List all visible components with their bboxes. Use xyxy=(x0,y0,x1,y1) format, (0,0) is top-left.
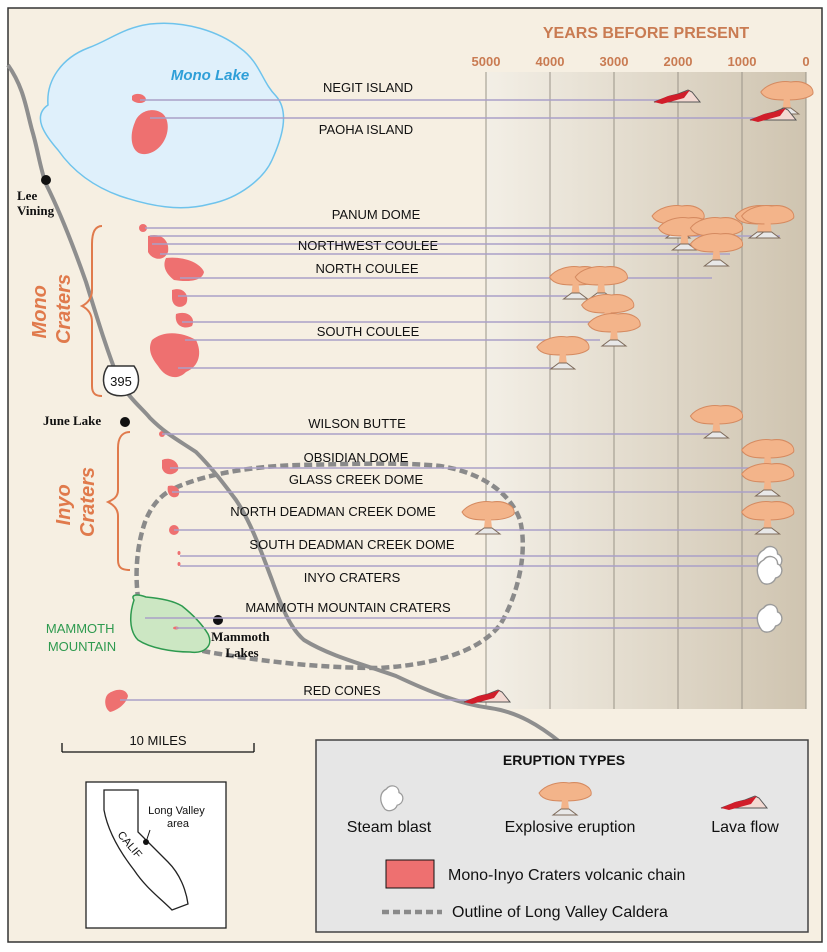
explosive-eruption-icon xyxy=(689,405,744,439)
feature-label: NORTHWEST COULEE xyxy=(298,238,439,253)
lee-vining-line: Lee xyxy=(17,188,37,203)
legend-caldera-label: Outline of Long Valley Caldera xyxy=(452,904,668,921)
legend-explosive-eruption-label: Explosive eruption xyxy=(505,819,636,836)
tick-label: 2000 xyxy=(664,54,693,69)
mono-craters-bracket xyxy=(79,225,103,397)
feature-label: PANUM DOME xyxy=(332,207,421,222)
legend-steam-blast-label: Steam blast xyxy=(347,819,432,836)
feature-label: GLASS CREEK DOME xyxy=(289,472,424,487)
legend-chain-label: Mono-Inyo Craters volcanic chain xyxy=(448,867,685,884)
highway-number: 395 xyxy=(110,374,132,389)
tick-label: 5000 xyxy=(472,54,501,69)
lee-vining-label: Lee Vining xyxy=(17,188,55,218)
timeline-gridlines xyxy=(485,72,807,709)
feature-label: INYO CRATERS xyxy=(304,570,401,585)
lava-flow-icon xyxy=(463,689,512,704)
highway-395 xyxy=(6,63,562,744)
legend: ERUPTION TYPES Steam blast Explosive eru… xyxy=(315,739,809,933)
timeline-title: YEARS BEFORE PRESENT xyxy=(543,25,749,42)
inset-area-line: area xyxy=(167,818,190,830)
june-lake-label: June Lake xyxy=(43,413,101,428)
mono-craters-label-line: Mono xyxy=(29,285,51,338)
lava-flow-icon xyxy=(749,107,798,122)
mono-craters-label: Mono Craters xyxy=(29,274,75,344)
mammoth-lakes-dot xyxy=(213,615,223,625)
inyo-craters-label: Inyo Craters xyxy=(53,467,99,537)
legend-lava-flow-icon xyxy=(720,795,769,810)
feature-label: WILSON BUTTE xyxy=(308,416,406,431)
mono-lake-label: Mono Lake xyxy=(171,67,249,84)
legend-chain-swatch xyxy=(385,859,435,889)
red-cones-shape xyxy=(105,689,128,712)
tick-label: 3000 xyxy=(600,54,629,69)
mammoth-lakes-line: Lakes xyxy=(225,645,258,660)
inyo-craters-bracket xyxy=(105,431,131,571)
feature-label: PAOHA ISLAND xyxy=(319,122,413,137)
lee-vining-line: Vining xyxy=(17,203,55,218)
feature-label: NEGIT ISLAND xyxy=(323,80,413,95)
steam-blast-icon xyxy=(756,555,783,585)
mono-craters-label-line: Craters xyxy=(53,274,75,344)
feature-label: OBSIDIAN DOME xyxy=(304,450,409,465)
lee-vining-dot xyxy=(41,175,51,185)
row-lines xyxy=(120,99,780,701)
explosive-eruption-icon xyxy=(741,501,795,535)
mammoth-label-line: MOUNTAIN xyxy=(48,639,116,654)
inset-area-line: Long Valley xyxy=(148,805,205,817)
eruption-markers xyxy=(461,81,814,704)
explosive-eruption-icon xyxy=(689,233,744,267)
mammoth-lakes-label: Mammoth Lakes xyxy=(211,629,273,660)
steam-blast-icon xyxy=(756,603,783,633)
feature-label: SOUTH COULEE xyxy=(317,324,420,339)
timeline-background xyxy=(486,72,806,709)
tick-label: 1000 xyxy=(728,54,757,69)
explosive-eruption-icon xyxy=(741,205,795,239)
mono-craters-chain xyxy=(139,224,204,378)
legend-box xyxy=(315,739,809,933)
explosive-eruption-icon xyxy=(461,501,515,535)
feature-label: MAMMOTH MOUNTAIN CRATERS xyxy=(245,600,451,615)
highway-395-shield: 395 xyxy=(102,365,140,397)
timeline-ticks: 5000 4000 3000 2000 1000 0 xyxy=(472,54,810,69)
feature-label: NORTH COULEE xyxy=(315,261,418,276)
paoha-island-shape xyxy=(131,110,168,155)
legend-explosive-eruption-icon xyxy=(538,782,592,816)
legend-steam-blast-icon xyxy=(380,785,404,812)
california-inset: Long Valley area CALIF xyxy=(85,781,227,929)
feature-label: RED CONES xyxy=(303,683,381,698)
tick-label: 4000 xyxy=(536,54,565,69)
mammoth-lakes-line: Mammoth xyxy=(211,629,270,644)
feature-label: SOUTH DEADMAN CREEK DOME xyxy=(249,537,454,552)
legend-title: ERUPTION TYPES xyxy=(503,752,625,768)
explosive-eruption-icon xyxy=(741,463,795,497)
california-outline xyxy=(103,789,189,911)
legend-lava-flow-label: Lava flow xyxy=(711,819,779,836)
mammoth-mountain-label: MAMMOTH MOUNTAIN xyxy=(46,621,118,654)
explosive-eruption-icon xyxy=(587,313,641,347)
mammoth-label-line: MAMMOTH xyxy=(46,621,115,636)
explosive-eruption-icon xyxy=(536,336,590,370)
inyo-craters-label-line: Inyo xyxy=(53,484,75,525)
feature-labels: NEGIT ISLAND PAOHA ISLAND PANUM DOME NOR… xyxy=(230,80,455,698)
scale-bar xyxy=(61,743,255,753)
mammoth-mountain-shape xyxy=(130,594,211,654)
inset-area-label: Long Valley area xyxy=(148,805,208,830)
feature-label: NORTH DEADMAN CREEK DOME xyxy=(230,504,436,519)
scale-bar-label: 10 MILES xyxy=(129,733,186,748)
inyo-craters-label-line: Craters xyxy=(77,467,99,537)
june-lake-dot xyxy=(120,417,130,427)
tick-label: 0 xyxy=(802,54,809,69)
lava-flow-icon xyxy=(653,89,702,104)
